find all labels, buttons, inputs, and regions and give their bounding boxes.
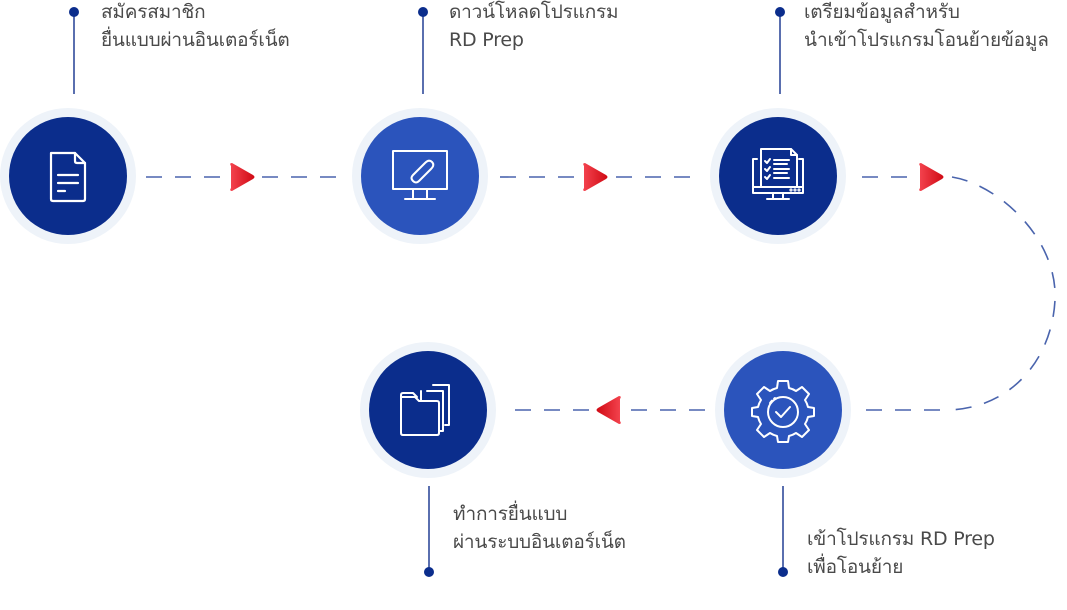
step-1-register xyxy=(0,108,136,244)
step-4-label-line-1: เข้าโปรแกรม RD Prep xyxy=(807,528,995,550)
step-3-label-line-2: นำเข้าโปรแกรมโอนย้ายข้อมูล xyxy=(804,29,1049,51)
label-dot xyxy=(775,7,785,17)
step-5-label-line-1: ทำการยื่นแบบ xyxy=(453,503,568,525)
step-1-label: สมัครสมาชิก ยื่นแบบผ่านอินเตอร์เน็ต xyxy=(101,0,290,54)
folders-icon xyxy=(400,384,450,436)
step-2-badge xyxy=(361,117,479,235)
step-2-download xyxy=(352,108,488,244)
document-icon xyxy=(49,151,87,203)
step-4-label: เข้าโปรแกรม RD Prep เพื่อโอนย้าย xyxy=(807,525,995,581)
step-1-label-line-1: สมัครสมาชิก xyxy=(101,1,206,23)
step-4-open-rd-prep xyxy=(715,342,851,478)
connector-arc-3-4 xyxy=(944,176,1056,411)
step-5-submit-online xyxy=(360,342,496,478)
step-5-label: ทำการยื่นแบบ ผ่านระบบอินเตอร์เน็ต xyxy=(453,500,626,556)
step-2-label-line-1: ดาวน์โหลดโปรแกรม xyxy=(449,1,619,23)
monitor-checklist-icon xyxy=(752,148,804,200)
step-3-label-line-1: เตรียมข้อมูลสำหรับ xyxy=(804,1,960,23)
arrow-left-icon xyxy=(596,396,621,424)
step-2-label: ดาวน์โหลดโปรแกรม RD Prep xyxy=(449,0,619,54)
step-3-prepare-data xyxy=(710,108,846,244)
label-dot xyxy=(69,7,79,17)
step-2-label-line-2: RD Prep xyxy=(449,29,524,51)
step-5-label-line-2: ผ่านระบบอินเตอร์เน็ต xyxy=(453,531,626,553)
arrow-right-icon xyxy=(583,163,608,191)
arrow-right-icon xyxy=(230,163,255,191)
label-dot xyxy=(424,567,434,577)
arrow-right-icon xyxy=(919,163,944,191)
label-dot xyxy=(418,7,428,17)
step-3-label: เตรียมข้อมูลสำหรับ นำเข้าโปรแกรมโอนย้ายข… xyxy=(804,0,1049,54)
step-5-badge xyxy=(369,351,487,469)
label-dot xyxy=(778,567,788,577)
gear-check-icon xyxy=(751,380,815,443)
monitor-attachment-icon xyxy=(392,150,448,200)
step-3-badge xyxy=(719,117,837,235)
step-4-label-line-2: เพื่อโอนย้าย xyxy=(807,556,904,578)
step-1-label-line-2: ยื่นแบบผ่านอินเตอร์เน็ต xyxy=(101,29,290,51)
step-4-badge xyxy=(724,351,842,469)
step-1-badge xyxy=(9,117,127,235)
